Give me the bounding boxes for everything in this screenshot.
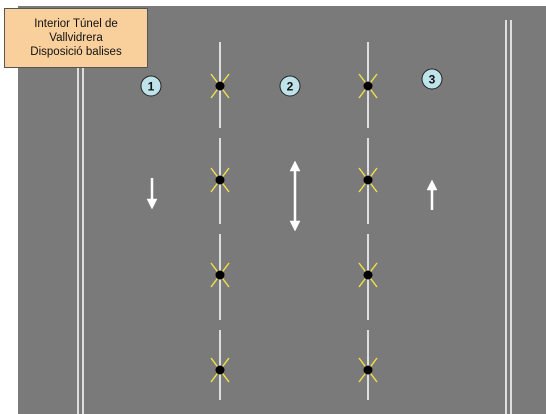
lane-badge-2-label: 2 (287, 80, 294, 94)
title-box: Interior Túnel de Vallvidrera Disposició… (4, 8, 148, 68)
title-line-2: Vallvidrera (49, 32, 103, 44)
lane-badge-3-label: 3 (429, 73, 436, 87)
beacon-2-3 (358, 262, 378, 288)
beacon-1-3 (210, 262, 230, 288)
lane-badge-1-label: 1 (148, 80, 155, 94)
title-line-3: Disposició balises (30, 46, 122, 58)
lane-badge-1: 1 (140, 75, 162, 97)
beacon-1-1 (210, 73, 230, 99)
beacon-2-1 (358, 73, 378, 99)
arrow-up-down-icon (289, 160, 301, 232)
lane-badge-2: 2 (279, 75, 301, 97)
beacon-1-4 (210, 357, 230, 383)
beacon-group (210, 73, 378, 383)
beacon-2-4 (358, 357, 378, 383)
lane-badge-3: 3 (421, 68, 443, 90)
arrow-down-icon (146, 178, 158, 210)
title-line-1: Interior Túnel de (34, 18, 118, 30)
road-surface (18, 6, 546, 414)
arrow-up-icon (426, 179, 438, 210)
beacon-2-2 (358, 167, 378, 193)
beacon-1-2 (210, 167, 230, 193)
